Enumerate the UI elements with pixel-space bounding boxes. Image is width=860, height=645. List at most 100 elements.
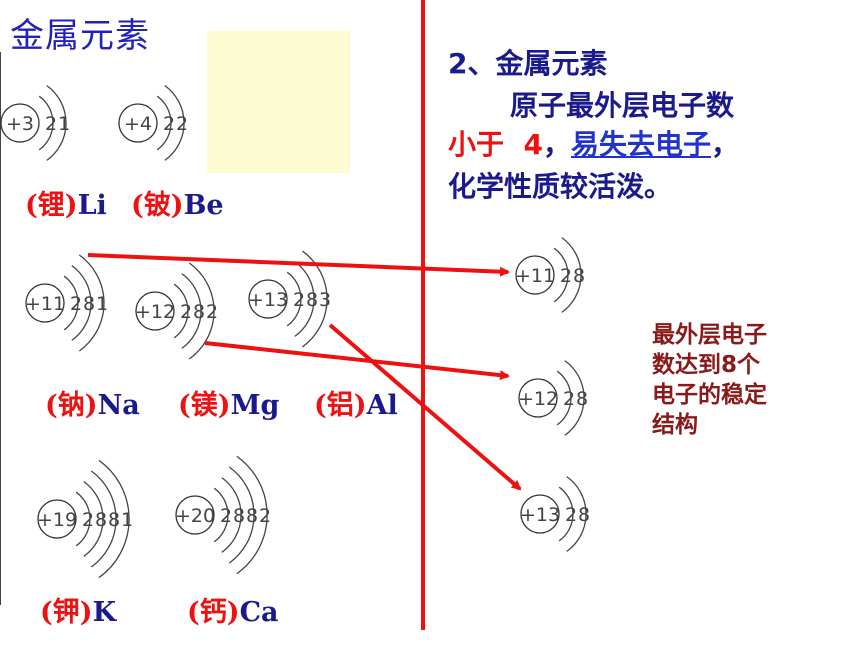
atom-na-nucleus [25, 283, 65, 323]
atom-mg-shell-electrons: 8 [193, 301, 205, 323]
ion-1-shell-electrons: 2 [560, 265, 572, 287]
atom-mg-shell-electrons: 2 [206, 301, 218, 323]
atom-be-shell-electrons: 2 [163, 113, 175, 135]
atom-ca-nucleus-charge: +20 [175, 505, 215, 527]
label-na: (钠)Na [45, 390, 140, 421]
atom-al-nucleus [248, 279, 288, 319]
description-line-3: 化学性质较活泼。 [448, 170, 673, 203]
atom-k-shell-electrons: 2 [82, 509, 94, 531]
atom-mg-shell-arc [181, 273, 202, 349]
atom-al-shell-electrons: 8 [306, 289, 318, 311]
atom-li-shell-electrons: 2 [45, 113, 57, 135]
atom-mg-nucleus-charge: +12 [135, 301, 175, 323]
atom-na-shell-arc [63, 275, 79, 331]
atom-li-shell-electrons: 1 [58, 113, 70, 135]
atom-ca-shell-electrons: 8 [233, 505, 245, 527]
atom-be-shell-electrons: 2 [176, 113, 188, 135]
atom-ca-shell-electrons: 2 [259, 505, 271, 527]
atom-na-shell-arc [78, 254, 105, 352]
atom-k-shell-electrons: 8 [108, 509, 120, 531]
label-ca: (钙)Ca [187, 597, 279, 628]
ion-3-nucleus [520, 494, 560, 534]
atom-mg-nucleus [135, 291, 175, 331]
description-line-2: 小于 4，易失去电子， [448, 128, 740, 161]
ion-2-shell-electrons: 2 [563, 388, 575, 410]
ion-3-shell-arc [566, 476, 587, 552]
blank-note-box [207, 31, 350, 173]
atom-k-shell-arc [98, 459, 130, 579]
atom-li-nucleus-charge: +3 [6, 113, 34, 135]
atom-na-shell-electrons: 8 [83, 293, 95, 315]
ion-2-nucleus-charge: +12 [518, 388, 558, 410]
atom-be-shell-arc [156, 95, 172, 151]
atom-na-shell-electrons: 1 [96, 293, 108, 315]
ion-3-shell-electrons: 8 [578, 504, 590, 526]
ion-1-shell-electrons: 8 [573, 265, 585, 287]
section-heading: 2、金属元素 [448, 47, 608, 80]
ion-3-shell-arc [558, 486, 574, 542]
ion-3-shell-electrons: 2 [565, 504, 577, 526]
label-k: (钾)K [40, 597, 117, 628]
atom-ca-shell-arc [221, 477, 242, 553]
ion-2-nucleus [518, 378, 558, 418]
atom-be-nucleus-charge: +4 [124, 113, 152, 135]
ion-1-shell-arc [553, 247, 569, 303]
atom-al-shell-arc [301, 250, 328, 348]
atom-k-shell-arc [83, 481, 104, 557]
atom-k-shell-arc [75, 491, 91, 547]
atom-be-shell-arc [164, 85, 185, 161]
label-mg: (镁)Mg [178, 390, 280, 421]
label-al: (铝)Al [314, 390, 398, 421]
atom-k-shell-electrons: 8 [95, 509, 107, 531]
atom-li-shell-arc [38, 95, 54, 151]
ion-2-shell-electrons: 8 [576, 388, 588, 410]
stable-structure-note: 最外层电子 数达到8个 电子的稳定 结构 [652, 322, 767, 438]
arrow-na-to-ion [87, 253, 510, 277]
label-li: (锂)Li [25, 190, 107, 221]
ion-2-shell-arc [556, 370, 572, 426]
atom-ca-shell-electrons: 8 [246, 505, 258, 527]
atom-na-nucleus-charge: +11 [25, 293, 65, 315]
left-border-line [0, 52, 1, 605]
atom-k-nucleus [37, 499, 77, 539]
ion-3-nucleus-charge: +13 [520, 504, 560, 526]
atom-mg-shell-arc [173, 283, 189, 339]
ion-1-nucleus-charge: +11 [515, 265, 555, 287]
ion-1-shell-arc [561, 237, 582, 313]
atom-k-shell-arc [90, 470, 117, 568]
atom-k-shell-electrons: 1 [121, 509, 133, 531]
atom-ca-shell-arc [236, 455, 268, 575]
ion-1-nucleus [515, 255, 555, 295]
atom-ca-shell-arc [213, 487, 229, 543]
atom-li-nucleus [0, 103, 40, 143]
description-line-1: 原子最外层电子数 [510, 89, 735, 122]
atom-ca-shell-arc [228, 466, 255, 564]
atom-al-shell-electrons: 3 [319, 289, 331, 311]
atom-na-shell-arc [71, 265, 92, 341]
atom-mg-shell-electrons: 2 [180, 301, 192, 323]
arrow-mg-to-ion [204, 341, 510, 381]
atom-be-nucleus [118, 103, 158, 143]
atom-mg-shell-arc [188, 262, 215, 360]
atom-al-shell-arc [294, 261, 315, 337]
atom-li-shell-arc [46, 85, 67, 161]
atom-ca-shell-electrons: 2 [220, 505, 232, 527]
vertical-divider [421, 0, 425, 630]
atom-al-nucleus-charge: +13 [248, 289, 288, 311]
page-title: 金属元素 [10, 16, 150, 56]
ion-2-shell-arc [564, 360, 585, 436]
atom-al-shell-electrons: 2 [293, 289, 305, 311]
atom-k-nucleus-charge: +19 [37, 509, 77, 531]
label-be: (铍)Be [131, 190, 224, 221]
